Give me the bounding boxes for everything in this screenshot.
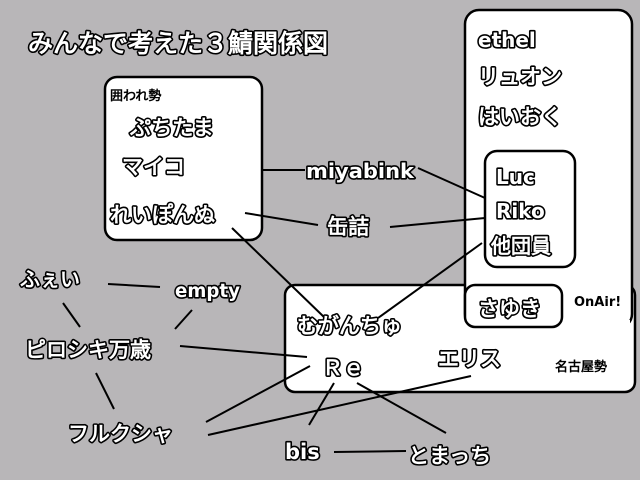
line [333, 450, 407, 453]
node-tomacchi: とまっち [408, 444, 491, 468]
node-maiko: マイコ [122, 155, 185, 179]
node-sayuki: さゆき [478, 297, 541, 321]
node-mugancyu: むがんちゅ [297, 314, 402, 338]
line [377, 242, 483, 319]
node-riko: Riko [496, 199, 545, 223]
node-piroshiki: ピロシキ万歳 [25, 338, 151, 362]
line [207, 375, 472, 436]
nagoya-label: 名古屋勢 [555, 359, 607, 375]
kakoware-group-box [103, 75, 264, 242]
line [205, 365, 311, 423]
diagram-title: みんなで考えた３鯖関係図 [28, 29, 328, 58]
inner-group-box [483, 149, 577, 269]
line [308, 382, 335, 426]
line [356, 382, 447, 434]
node-bis: bis [285, 440, 320, 464]
line [62, 302, 81, 328]
line [231, 227, 326, 319]
node-reiponnu: れいぽんぬ [110, 203, 215, 227]
node-re: Ｒｅ [322, 356, 364, 380]
node-ryuon: リュオン [478, 65, 562, 89]
line [417, 167, 486, 199]
line [179, 345, 308, 358]
node-luc: Luc [496, 165, 535, 189]
sayuki-box [463, 283, 564, 329]
line [107, 283, 161, 288]
node-miyabink: miyabink [306, 159, 415, 183]
connection-lines [62, 167, 486, 453]
node-puchitama: ぷちたま [129, 116, 214, 140]
node-fuei: ふぇい [20, 267, 80, 291]
onair-label: OnAir! [574, 295, 621, 310]
node-haioku: はいおく [478, 105, 562, 129]
line [244, 212, 319, 226]
node-other-members: 他団員 [490, 234, 551, 258]
line [389, 217, 486, 228]
line [95, 372, 115, 410]
node-ethel: ethel [478, 28, 536, 52]
node-kanzume: 缶詰 [327, 215, 369, 239]
kakoware-label: 囲われ勢 [110, 88, 161, 104]
line [174, 309, 193, 330]
node-erisu: エリス [438, 347, 501, 371]
node-furukusha: フルクシャ [68, 422, 173, 446]
node-empty: empty [175, 280, 241, 302]
